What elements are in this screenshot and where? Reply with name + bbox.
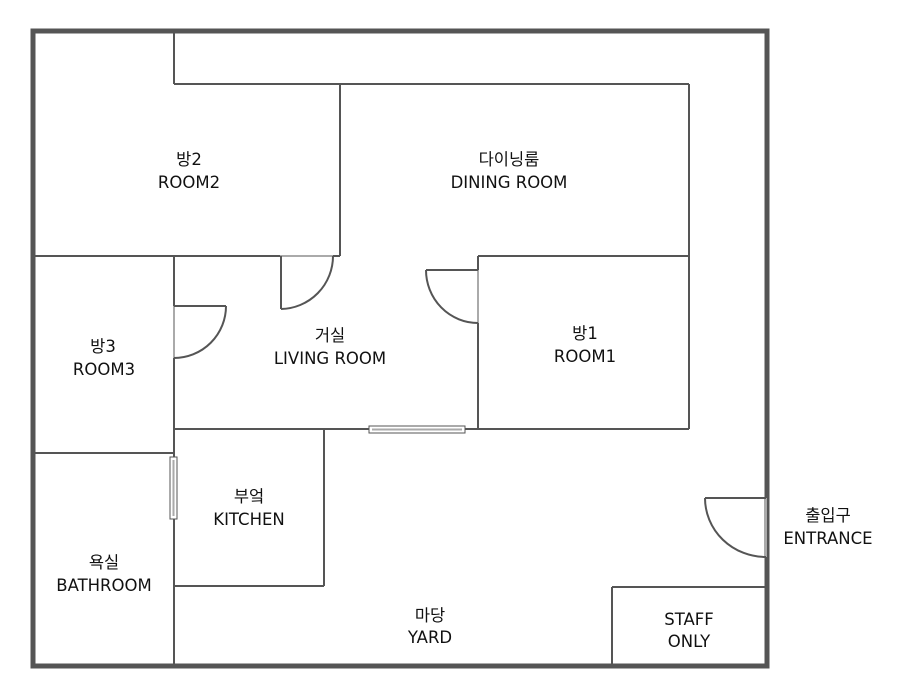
room1-label-en: ROOM1 — [554, 347, 616, 366]
room1-label-ko: 방1 — [572, 324, 598, 343]
living-label-ko: 거실 — [315, 326, 345, 345]
bathroom-label-ko: 욕실 — [89, 553, 119, 572]
staff-label-line2: ONLY — [668, 632, 711, 651]
room3-label-ko: 방3 — [90, 337, 116, 356]
interior-walls — [33, 31, 767, 666]
window-bath-kitchen — [169, 456, 178, 520]
dining-label-ko: 다이닝룸 — [479, 150, 540, 169]
yard-label-en: YARD — [407, 628, 452, 647]
yard-label-ko: 마당 — [415, 606, 445, 625]
door-room3 — [173, 305, 227, 359]
kitchen-label-en: KITCHEN — [213, 510, 285, 529]
window-living-yard — [368, 425, 466, 434]
living-label-en: LIVING ROOM — [274, 349, 386, 368]
entrance-label-en: ENTRANCE — [783, 529, 872, 548]
staff-label-line1: STAFF — [664, 610, 714, 629]
room2-label-ko: 방2 — [176, 150, 202, 169]
door-room2 — [280, 255, 334, 310]
door-room1 — [425, 269, 479, 324]
room3-label-en: ROOM3 — [73, 360, 135, 379]
door-entrance — [704, 497, 767, 558]
bathroom-label-en: BATHROOM — [56, 576, 152, 595]
outer-wall — [30, 28, 770, 669]
dining-label-en: DINING ROOM — [451, 173, 568, 192]
kitchen-label-ko: 부엌 — [234, 487, 264, 506]
entrance-label-ko: 출입구 — [805, 506, 851, 525]
room2-label-en: ROOM2 — [158, 173, 220, 192]
